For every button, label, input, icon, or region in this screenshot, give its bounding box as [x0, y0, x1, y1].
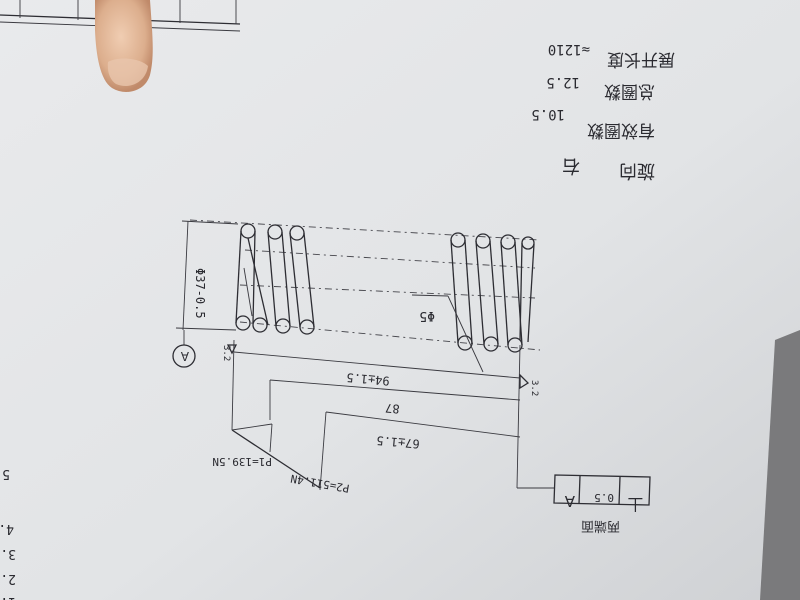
load-diagram-line — [231, 429, 321, 489]
right-datum-triangle — [519, 373, 530, 390]
centerline-2 — [239, 284, 536, 299]
datum-circle — [172, 344, 196, 368]
active-coils-label: 有效圈数 — [587, 120, 655, 140]
roughness-right: 3.2 — [529, 380, 539, 396]
test-length-1-line — [269, 379, 521, 401]
roughness-left: 3.2 — [221, 345, 231, 361]
centerline-1 — [244, 249, 536, 269]
active-coils-value: 10.5 — [531, 106, 565, 122]
tolerance-datum: A — [564, 492, 575, 510]
margin-number: 3. — [0, 546, 16, 561]
od-dim-line — [182, 220, 189, 331]
free-length-label: 94±1.5 — [346, 370, 390, 388]
test-length-2-label: 67±1.5 — [376, 433, 420, 451]
load-1-label: P1=139.5N — [212, 455, 272, 468]
spec-notes: 旋向 右 有效圈数 10.5 总圈数 12.5 展开长度 ≈1210 — [531, 41, 675, 181]
margin-number: 4. — [0, 521, 14, 536]
free-length-line — [233, 351, 521, 379]
developed-length-label: 展开长度 — [607, 49, 675, 69]
total-coils-label: 总圈数 — [604, 81, 655, 101]
tolerance-value: 0.5 — [594, 491, 614, 504]
test-length-2-line — [325, 411, 521, 438]
margin-numbers: 5. 4. 3. 2. 1. — [0, 466, 16, 600]
outer-diameter-label: Φ37-0.5 — [193, 268, 207, 319]
rotation-direction-label: 旋向 — [619, 160, 655, 181]
margin-number: 5. — [0, 466, 10, 481]
tolerance-symbol: ⊥ — [627, 493, 644, 517]
spring-top-line — [189, 219, 541, 241]
test-length-1-label: 87 — [385, 401, 401, 416]
tolerance-note: 两端面 — [581, 518, 620, 533]
datum-label: A — [180, 349, 189, 363]
developed-length-value: ≈1210 — [548, 41, 590, 57]
finger-image — [95, 0, 153, 92]
total-coils-value: 12.5 — [546, 74, 580, 90]
coil-side-lines — [235, 230, 535, 346]
tolerance-frame: A 0.5 ⊥ 两端面 — [553, 474, 651, 533]
margin-number: 2. — [0, 571, 16, 586]
desk-edge — [760, 330, 800, 600]
wire-diameter-label: Φ5 — [419, 308, 435, 323]
rotation-direction-value: 右 — [562, 155, 580, 176]
margin-number: 1. — [0, 594, 16, 600]
